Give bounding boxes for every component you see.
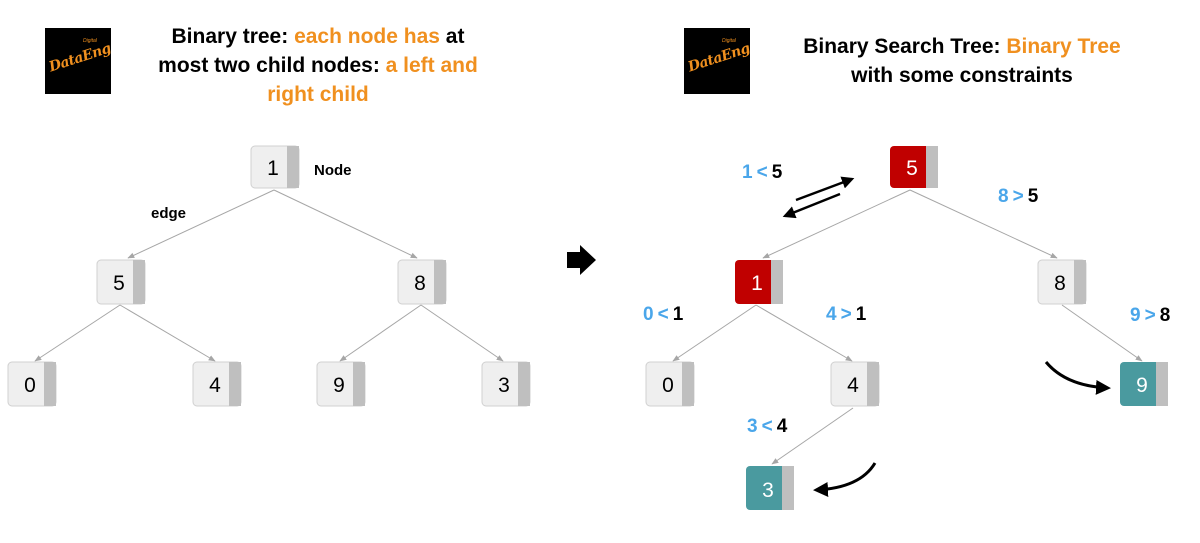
comparison-label: 4>1 [826,304,867,325]
tree-node: 0 [7,361,57,407]
svg-text:5: 5 [113,272,125,295]
svg-text:9: 9 [1136,374,1148,397]
svg-text:8: 8 [414,272,426,295]
tree-node: 8 [397,259,447,305]
right-title: Binary Search Tree: Binary Tree with som… [803,35,1121,87]
edge [34,304,121,362]
tree-node: 3 [746,466,794,510]
compare-arrows-icon [782,176,855,219]
logo-right: Digital DataEng [684,28,750,94]
svg-text:1: 1 [751,272,763,295]
edge [672,304,757,362]
tree-node: 8 [1037,259,1087,305]
curved-arrow-icon [1044,361,1111,395]
tree-node: 3 [481,361,531,407]
comparison-label: 3<4 [747,416,788,437]
svg-text:8: 8 [1054,272,1066,295]
logo-left: Digital DataEng [45,28,111,94]
tree-node: 1 [735,260,783,304]
tree-node: 9 [316,361,366,407]
svg-text:0: 0 [662,374,674,397]
svg-text:4: 4 [209,374,221,397]
edge [1061,304,1143,362]
right-edges [672,189,1143,465]
svg-text:4: 4 [847,374,859,397]
svg-text:0: 0 [24,374,36,397]
node-label: Node [314,162,352,179]
comparison-label: 0<1 [643,304,684,325]
left-title: Binary tree: each node has at most two c… [158,25,478,106]
edge [755,304,853,362]
tree-node: 5 [96,259,146,305]
edge-label: edge [151,205,186,222]
svg-text:3: 3 [498,374,510,397]
edge [762,189,911,259]
edge [420,304,504,362]
edge [127,189,275,259]
tree-node: 9 [1120,362,1168,406]
tree-node: 1 [250,145,300,189]
comparison-label: 9>8 [1130,305,1170,326]
tree-node: 4 [830,361,880,407]
edge [339,304,422,362]
comparison-label: 1<5 [742,162,783,183]
comparison-label: 8>5 [998,186,1039,207]
svg-text:5: 5 [906,157,918,180]
edge [909,189,1058,259]
svg-text:1: 1 [267,157,279,180]
tree-node: 5 [890,146,938,188]
edge [771,407,854,465]
curved-arrow-icon [813,462,877,497]
svg-text:3: 3 [762,479,774,502]
tree-node: 0 [645,361,695,407]
arrow-right-icon [567,245,596,275]
edge [119,304,216,362]
svg-text:9: 9 [333,374,345,397]
tree-node: 4 [192,361,242,407]
edge [273,189,418,259]
left-edges [34,189,504,362]
